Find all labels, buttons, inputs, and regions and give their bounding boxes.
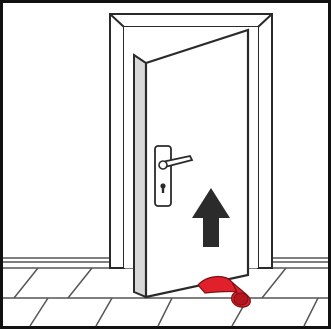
door-edge [134, 55, 146, 297]
